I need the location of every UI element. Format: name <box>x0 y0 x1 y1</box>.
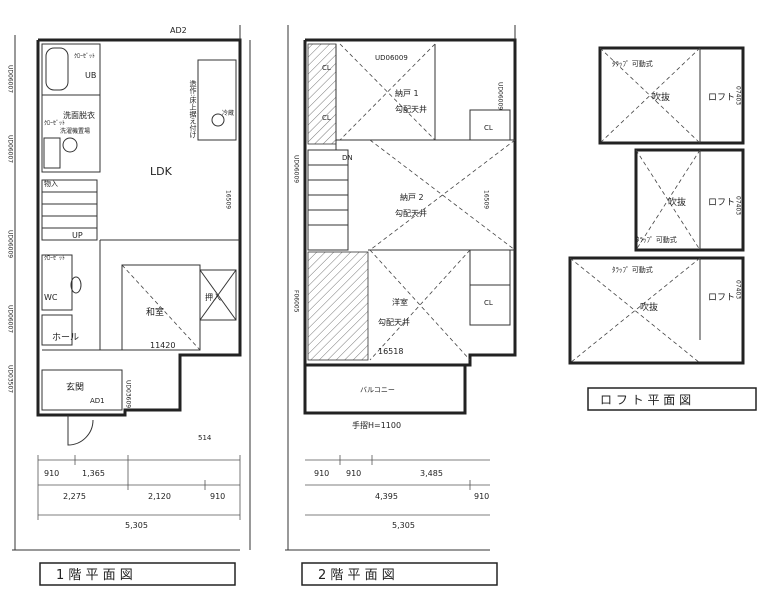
f1-dim-2120: 2,120 <box>148 492 171 501</box>
bathtub-icon <box>45 47 69 91</box>
f2-room-nando1: 納戸 1 <box>395 88 419 98</box>
f2-ud06009-top: UD06009 <box>375 54 408 62</box>
f2-f06005: F06005 <box>293 290 300 313</box>
loft-void2: 吹抜 <box>668 196 686 208</box>
f1-room-hall: ホール <box>52 332 79 343</box>
f2-dim-total: 5,305 <box>392 521 415 530</box>
f1-room-wc: WC <box>44 293 58 302</box>
f1-closet-b: ｸﾛｰｾﾞｯﾄ <box>44 120 65 127</box>
floor1-outer-wall <box>36 38 242 417</box>
f2-cl1: CL <box>322 64 331 72</box>
f2-dim-4395: 4,395 <box>375 492 398 501</box>
f1-refrigerator: 冷蔵 <box>222 109 234 117</box>
loft-ladder1: ﾀﾗｯﾌﾟ 可動式 <box>612 59 653 68</box>
f1-ud06009: UD06009 <box>7 230 14 258</box>
floor2-plan: 納戸 1 勾配天井 納戸 2 勾配天井 洋室 勾配天井 バルコニー CL CL … <box>285 25 517 586</box>
washbasin-icon <box>43 137 61 169</box>
floor2-balcony <box>303 363 467 415</box>
f1-ud03507: UD03507 <box>7 365 14 393</box>
loft-title: ロ フ ト 平 面 図 <box>600 393 691 407</box>
f2-cl4: CL <box>484 299 493 307</box>
f2-dim-3485: 3,485 <box>420 469 443 478</box>
loft-void3: 吹抜 <box>640 301 658 313</box>
f1-closet-a: ｸﾛｰｾﾞｯﾄ <box>74 53 95 60</box>
floor1-entrance <box>41 369 123 411</box>
floor2-stairs <box>307 149 349 251</box>
f2-dim-910a: 910 <box>314 469 329 478</box>
f1-ud06007-top: UD06007 <box>7 65 14 93</box>
f2-room-nando2: 納戸 2 <box>400 192 424 202</box>
f1-d514: 514 <box>198 434 212 442</box>
loft-block2 <box>634 148 745 252</box>
loft-plan: ﾀﾗｯﾌﾟ 可動式 ﾀﾗｯﾌﾟ 可動式 ﾀﾗｯﾌﾟ 可動式 ロフト ロフト ロフ… <box>568 46 757 411</box>
loft-void1: 吹抜 <box>652 91 670 103</box>
loft-room2: ロフト <box>708 198 735 208</box>
entrance-door-swing <box>67 415 94 446</box>
f2-fix16518: 16518 <box>378 347 403 356</box>
floor1-wc <box>41 254 73 311</box>
f1-up: UP <box>72 231 83 240</box>
f1-title-box <box>39 562 236 586</box>
f2-ud06009-r: UD06009 <box>497 82 504 110</box>
f1-room-entrance: 玄関 <box>66 381 84 393</box>
f2-room-yoshitsu: 洋室 <box>392 297 408 307</box>
f2-dim-910c: 910 <box>474 492 489 501</box>
loft-room3: ロフト <box>708 293 735 303</box>
loft-room1: ロフト <box>708 93 735 103</box>
f2-cl2: CL <box>322 114 331 122</box>
loft-block1 <box>598 46 745 145</box>
washing-machine-icon <box>62 137 78 153</box>
loft-w2: 07403 <box>735 196 742 215</box>
f1-fix16509: 16509 <box>225 190 232 209</box>
f1-dim-total: 5,305 <box>125 521 148 530</box>
f2-dn: DN <box>342 154 353 162</box>
f2-ceiling3: 勾配天井 <box>378 317 410 327</box>
f1-ud06007-low: UD06007 <box>7 305 14 333</box>
loft-ladder3: ﾀﾗｯﾌﾟ 可動式 <box>612 265 653 274</box>
f1-room-washitsu: 和室 <box>146 306 164 318</box>
f2-title: 2 階 平 面 図 <box>318 568 395 583</box>
f1-ud06007-mid: UD06007 <box>7 135 14 163</box>
floor1-bath-block <box>41 43 101 173</box>
f1-room-washroom: 洗面脱衣 <box>63 110 95 120</box>
kitchen-counter <box>197 59 237 141</box>
f2-handrail: 手摺H=1100 <box>352 420 401 430</box>
f2-room-balcony: バルコニー <box>360 386 395 394</box>
f1-dim-2275: 2,275 <box>63 492 86 501</box>
f1-ud03609: UD03609 <box>125 380 132 408</box>
f1-title: 1 階 平 面 図 <box>56 568 133 583</box>
f1-ad1: AD1 <box>90 397 105 405</box>
f2-fix16509: 16509 <box>483 190 490 209</box>
f2-ceiling2: 勾配天井 <box>395 208 427 218</box>
f1-dim-1365: 1,365 <box>82 469 105 478</box>
f1-closet-c: ｸﾛｰｾﾞｯﾄ <box>44 255 65 262</box>
f1-dim-910b: 910 <box>210 492 225 501</box>
f1-washing: 洗濯機置場 <box>60 127 90 135</box>
loft-w1: 07403 <box>735 86 742 105</box>
f2-dim-910b: 910 <box>346 469 361 478</box>
loft-ladder2: ﾀﾗｯﾌﾟ 可動式 <box>636 235 677 244</box>
f1-room-ub: UB <box>85 71 96 80</box>
toilet-icon <box>70 276 82 294</box>
f2-cl3: CL <box>484 124 493 132</box>
f1-kitchen-note: 造作:床上据え付け <box>189 79 197 138</box>
floor1-stairs <box>41 179 98 241</box>
f1-dim-910: 910 <box>44 469 59 478</box>
f1-room-oshiire: 押入 <box>205 292 221 302</box>
loft-w3: 07403 <box>735 280 742 299</box>
f1-room-ldk: LDK <box>150 165 173 178</box>
floor1-plan: AD2 LDK 洗面脱衣 UB WC ホール 玄関 和室 物入 押入 UP 造作… <box>7 25 251 586</box>
f1-room-storage: 物入 <box>44 179 58 188</box>
f1-fix11420: 11420 <box>150 341 175 350</box>
f2-ceiling1: 勾配天井 <box>395 104 427 114</box>
loft-title-box <box>587 387 757 411</box>
loft-block3 <box>568 256 745 365</box>
f1-ad2: AD2 <box>170 26 187 35</box>
f2-title-box <box>301 562 498 586</box>
f2-ud06009-side: UD06009 <box>293 155 300 183</box>
